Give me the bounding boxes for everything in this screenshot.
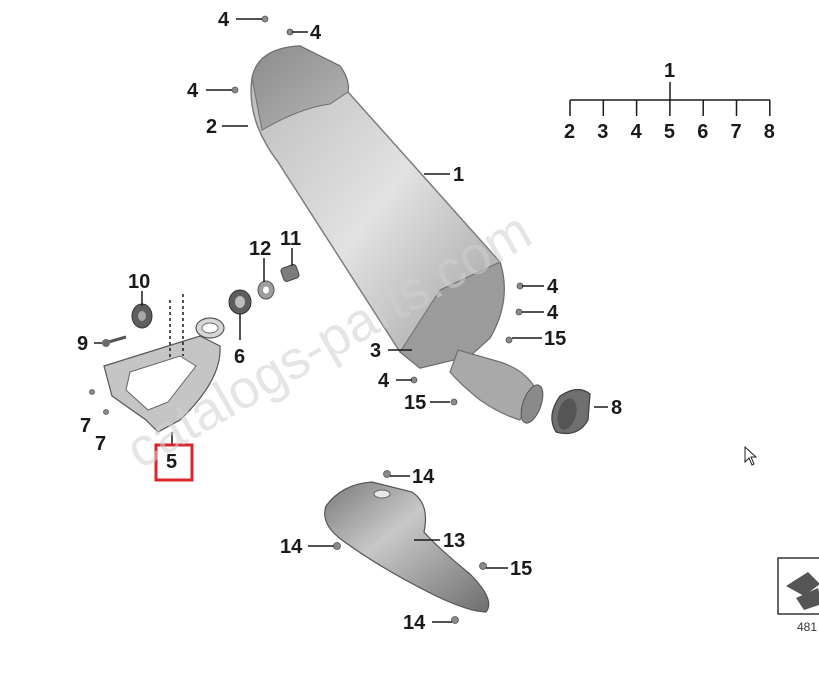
callout-4-mid-b: 4 — [547, 302, 559, 324]
callout-9: 9 — [77, 333, 88, 355]
callout-14-bottom: 14 — [403, 612, 426, 634]
tree-child-label: 7 — [731, 121, 742, 143]
tree-child-label: 4 — [631, 121, 643, 143]
callout-labels: 4 4 4 2 1 12 11 10 9 6 3 4 4 15 4 15 8 7… — [77, 9, 622, 634]
callout-4-left: 4 — [187, 80, 199, 102]
heat-shield-part — [324, 481, 490, 613]
callout-6: 6 — [234, 346, 245, 368]
tree-child-label: 3 — [597, 121, 608, 143]
tree-child-label: 8 — [764, 121, 775, 143]
tree-root-label: 1 — [664, 60, 675, 82]
callout-4-top-a: 4 — [218, 9, 230, 31]
mount-hardware — [102, 264, 300, 347]
callout-4-mid-a: 4 — [547, 276, 559, 298]
tree-child-label: 6 — [697, 121, 708, 143]
callout-15-bottom: 15 — [510, 558, 532, 580]
callout-7-b: 7 — [95, 433, 106, 455]
muffler-part — [250, 45, 544, 424]
callout-4-lower: 4 — [378, 370, 390, 392]
callout-1: 1 — [453, 164, 464, 186]
callout-13: 13 — [443, 530, 465, 552]
callout-11: 11 — [280, 228, 301, 250]
bracket-part — [103, 317, 225, 433]
callout-14-left: 14 — [280, 536, 303, 558]
callout-14-top: 14 — [412, 466, 435, 488]
callout-3: 3 — [370, 340, 381, 362]
callout-2: 2 — [206, 116, 217, 138]
mouse-cursor-icon — [744, 446, 758, 466]
callout-7-a: 7 — [80, 415, 91, 437]
selected-part-highlight — [154, 443, 194, 482]
callout-12: 12 — [249, 238, 271, 260]
reference-code: 481 — [797, 620, 817, 634]
callout-5: 5 — [166, 451, 177, 473]
tree-child-label: 2 — [564, 121, 575, 143]
leader-lines — [94, 18, 608, 623]
tree-child-label: 5 — [664, 121, 675, 143]
callout-10: 10 — [128, 271, 150, 293]
callout-15-lower: 15 — [404, 392, 426, 414]
callout-8: 8 — [611, 397, 622, 419]
end-cap-part — [551, 388, 591, 435]
callout-15-mid: 15 — [544, 328, 566, 350]
callout-4-top-b: 4 — [310, 22, 322, 44]
reference-box: 481 — [777, 557, 819, 634]
